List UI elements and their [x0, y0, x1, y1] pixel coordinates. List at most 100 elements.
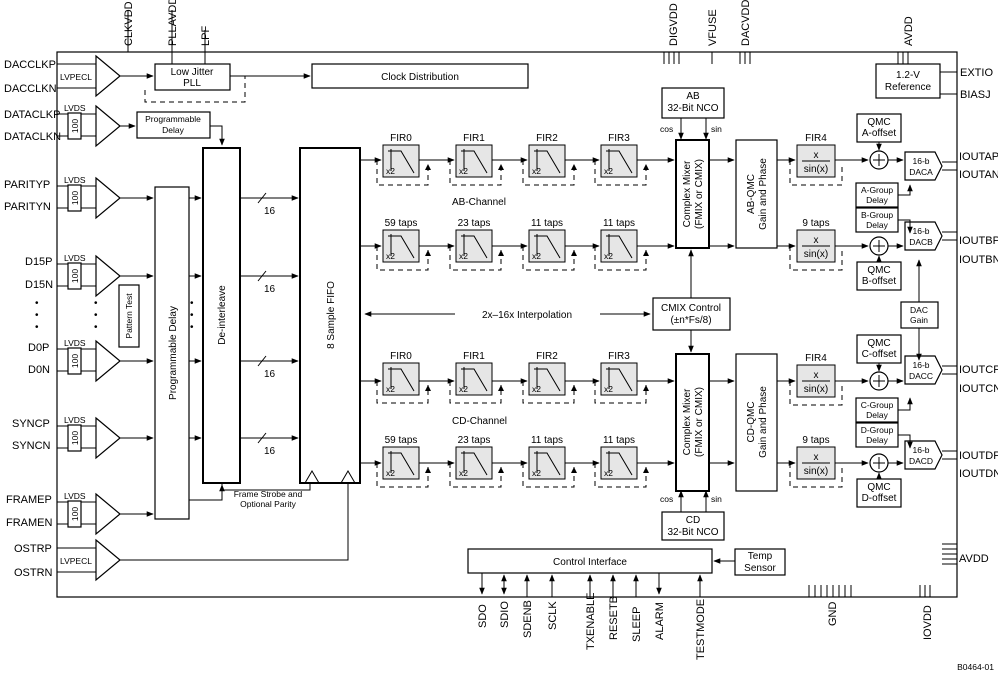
bypass-arrow	[425, 385, 431, 391]
taps-label: 59 taps	[385, 218, 418, 229]
ab-channel-label: AB-Channel	[452, 197, 506, 208]
lowpass-curve	[606, 150, 633, 174]
frame-note-line2: Optional Parity	[240, 499, 296, 509]
qmc-l1: QMC	[867, 482, 890, 493]
termination-resistor	[67, 262, 82, 290]
pin-lpf: LPF	[200, 26, 212, 46]
control-pin: SDENB	[522, 574, 534, 638]
dac-name-label: DACD	[909, 456, 933, 466]
pin-ioutcn: IOUTCN	[959, 383, 998, 395]
lvpecl-label: LVPECL	[60, 72, 92, 82]
x2-label: x2	[459, 384, 468, 394]
pin-biasj: BIASJ	[960, 89, 991, 101]
control-interface-label: Control Interface	[553, 557, 627, 568]
pin-vfuse: VFUSE	[707, 9, 719, 46]
clock-distribution-label: Clock Distribution	[381, 72, 459, 83]
lvpecl-label: LVPECL	[60, 556, 92, 566]
dac-name-label: DACA	[909, 167, 933, 177]
bypass-arrow	[571, 250, 577, 256]
x2-label: x2	[532, 384, 541, 394]
programmable-delay-vertical: Programmable Delay	[154, 186, 190, 520]
pin-dacvdd: DACVDD	[740, 0, 752, 46]
buffer-triangle	[95, 492, 121, 536]
pin-testmode: TESTMODE	[695, 599, 707, 660]
pin-ioutcp: IOUTCP	[959, 364, 998, 376]
lvds-label: LVDS	[64, 491, 86, 501]
pattern-test-block: Pattern Test	[118, 284, 140, 348]
pin-d0p: D0P	[28, 342, 49, 354]
qmc-l2: A-offset	[862, 128, 896, 139]
cd-nco-l2: 32-Bit NCO	[667, 527, 718, 538]
pin-framen: FRAMEN	[6, 517, 53, 529]
cmix-l1: CMIX Control	[661, 303, 721, 314]
pin-dataclkp: DATACLKP	[4, 109, 60, 121]
interp-label: 2x–16x Interpolation	[482, 310, 572, 321]
fir-label: FIR1	[463, 351, 485, 362]
ellipsis-dot: •	[190, 310, 194, 321]
fir4-taps-label: 9 taps	[802, 218, 829, 229]
bypass-arrow	[643, 164, 649, 170]
qmc-l2: B-offset	[862, 276, 896, 287]
bypass-arrow	[643, 250, 649, 256]
bypass-arrow	[425, 250, 431, 256]
cd-nco-l1: CD	[686, 515, 700, 526]
taps-label: 11 taps	[603, 435, 635, 446]
qmc-offset-box	[856, 478, 902, 508]
taps-label: 11 taps	[531, 435, 563, 446]
buffer-triangle	[95, 254, 121, 298]
fir-label: FIR3	[608, 133, 630, 144]
bus-width-label: 16	[264, 206, 276, 217]
mixer-cd-text: Complex Mixer(FMIX or CMIX)	[682, 387, 705, 457]
pin-avdd-top: AVDD	[903, 16, 915, 46]
fifo-block: 8 Sample FIFO Frame Strobe and Optional …	[221, 147, 361, 509]
dac-gain-l2: Gain	[910, 315, 928, 325]
bypass-path	[449, 246, 502, 271]
bypass-path	[376, 463, 429, 488]
dac-bits-label: 16-b	[912, 360, 929, 370]
fir-filter: x2 FIR1	[449, 351, 528, 404]
temp-l1: Temp	[748, 551, 773, 562]
termination-resistor	[67, 424, 82, 452]
resistor-100-label: 100	[70, 431, 80, 445]
ellipsis-dot: •	[35, 322, 39, 333]
lowpass-curve	[534, 150, 561, 174]
a-group-l2: Delay	[866, 195, 888, 205]
d-group-l2: Delay	[866, 435, 888, 445]
x2-label: x2	[386, 468, 395, 478]
control-pin: SLEEP	[631, 574, 643, 642]
bypass-path	[522, 160, 575, 186]
bypass-path	[594, 246, 647, 271]
sinc-numerator: x	[814, 150, 819, 161]
pin-extio: EXTIO	[960, 67, 993, 79]
lowpass-curve	[534, 368, 561, 392]
mixer-cd-l2: (FMIX or CMIX)	[694, 387, 705, 457]
x2-label: x2	[604, 166, 613, 176]
pin-parityp: PARITYP	[4, 179, 50, 191]
b-group-l2: Delay	[866, 220, 888, 230]
bypass-path	[789, 160, 843, 186]
cmix-control-block: CMIX Control(±n*Fs/8)	[652, 249, 731, 353]
dac-block	[904, 221, 943, 251]
pin-clkvdd: CLKVDD	[123, 1, 135, 46]
complex-mixer-ab: Complex Mixer(FMIX or CMIX)	[675, 139, 710, 249]
pin-sleep: SLEEP	[631, 607, 643, 642]
bus-slash	[257, 355, 267, 367]
pin-pllavdd: PLLAVDD	[167, 0, 179, 46]
pin-ioutdn: IOUTDN	[959, 468, 998, 480]
x2-label: x2	[459, 468, 468, 478]
